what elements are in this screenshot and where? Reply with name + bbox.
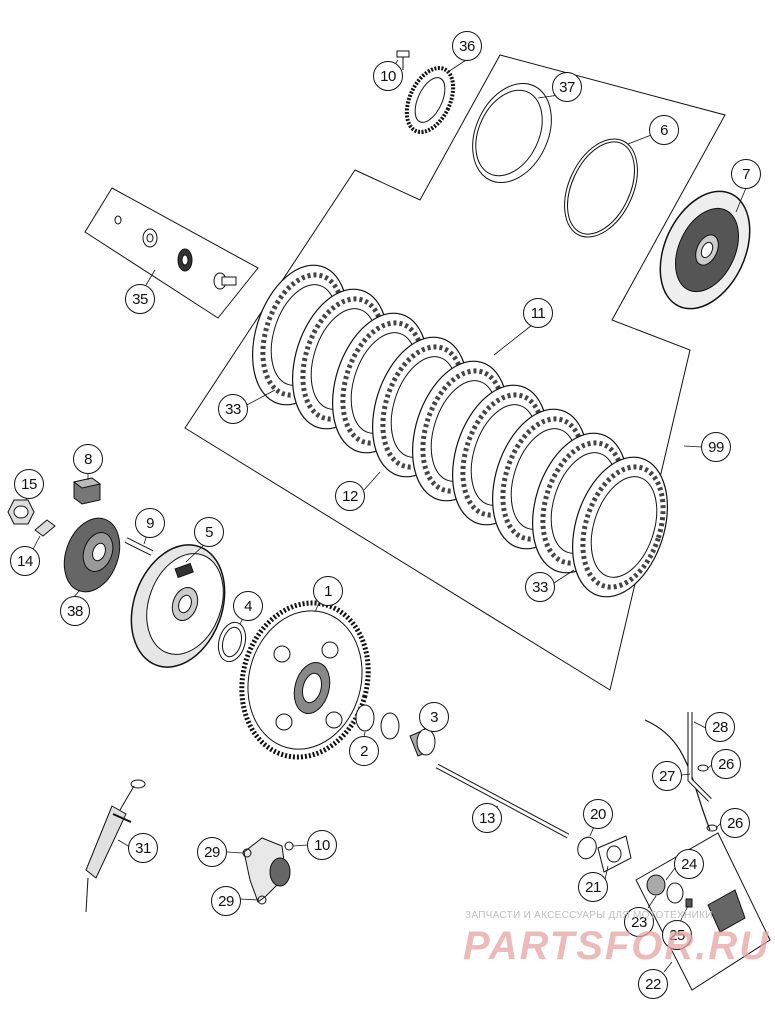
kit-35-parts (114, 215, 237, 290)
clutch-disc-pack (252, 264, 668, 598)
callout-24[interactable]: 24 (674, 849, 704, 879)
pressure-plate-part-7 (659, 190, 751, 310)
push-rod-part-13 (435, 763, 570, 839)
callout-11[interactable]: 11 (523, 298, 553, 328)
callout-26[interactable]: 26 (720, 808, 750, 838)
callout-29[interactable]: 29 (197, 837, 227, 867)
bush-part-2 (355, 704, 400, 740)
o-ring-part-20 (577, 836, 597, 860)
callout-1[interactable]: 1 (313, 576, 343, 606)
callout-15[interactable]: 15 (14, 469, 44, 499)
clutch-disc-teeth (580, 464, 666, 590)
callout-23[interactable]: 23 (624, 907, 654, 937)
callout-35[interactable]: 35 (125, 284, 155, 314)
kit-outline-99 (184, 54, 726, 691)
callout-37[interactable]: 37 (552, 72, 582, 102)
callout-13[interactable]: 13 (472, 803, 502, 833)
callout-21[interactable]: 21 (578, 872, 608, 902)
callout-25[interactable]: 25 (662, 920, 692, 950)
callout-31[interactable]: 31 (128, 833, 158, 863)
callout-14[interactable]: 14 (10, 546, 40, 576)
bush-part-3 (409, 728, 436, 757)
callout-36[interactable]: 36 (452, 31, 482, 61)
callout-29[interactable]: 29 (211, 886, 241, 916)
callout-38[interactable]: 38 (60, 596, 90, 626)
callout-5[interactable]: 5 (194, 517, 224, 547)
watermark-tagline: ЗАПЧАСТИ И АКСЕССУАРЫ ДЛЯ МОТОТЕХНИКИ (465, 910, 713, 921)
callout-20[interactable]: 20 (583, 799, 613, 829)
callout-28[interactable]: 28 (705, 712, 735, 742)
callout-7[interactable]: 7 (731, 159, 761, 189)
callout-22[interactable]: 22 (638, 969, 668, 999)
hose-parts (644, 712, 718, 832)
washer-part-4 (217, 621, 247, 663)
washer-part-37 (472, 82, 552, 184)
gasket-part-21 (597, 835, 632, 873)
callout-3[interactable]: 3 (419, 702, 449, 732)
washer-part-14 (34, 519, 56, 537)
callout-27[interactable]: 27 (652, 761, 682, 791)
callout-99[interactable]: 99 (701, 432, 731, 462)
callout-10[interactable]: 10 (373, 61, 403, 91)
syringe-part-31 (85, 779, 146, 913)
hub-part-38 (63, 517, 121, 593)
kit-outline-35 (84, 187, 259, 319)
bolt-part-10-top (396, 50, 410, 70)
pin-part-9 (124, 537, 154, 556)
clutch-basket-part-1 (239, 600, 371, 760)
callout-33[interactable]: 33 (218, 394, 248, 424)
callout-9[interactable]: 9 (135, 508, 165, 538)
bracket-parts-29-10 (242, 837, 294, 905)
callout-26[interactable]: 26 (711, 749, 741, 779)
callout-8[interactable]: 8 (73, 444, 103, 474)
group-outline-22 (635, 832, 771, 991)
inner-hub-part-5 (130, 544, 226, 668)
nut-part-15 (7, 499, 35, 525)
clutch-disc-inner (590, 476, 658, 578)
callout-2[interactable]: 2 (349, 736, 379, 766)
callout-10[interactable]: 10 (307, 830, 337, 860)
callout-33[interactable]: 33 (525, 572, 555, 602)
bearing-part-36 (404, 66, 456, 134)
spring-part-6 (564, 138, 638, 238)
callout-4[interactable]: 4 (233, 591, 263, 621)
callout-12[interactable]: 12 (335, 481, 365, 511)
slave-cylinder-parts (646, 874, 746, 933)
callout-6[interactable]: 6 (649, 115, 679, 145)
part-8 (72, 477, 102, 505)
watermark-logo: PARTSFOR.RU (463, 924, 771, 968)
